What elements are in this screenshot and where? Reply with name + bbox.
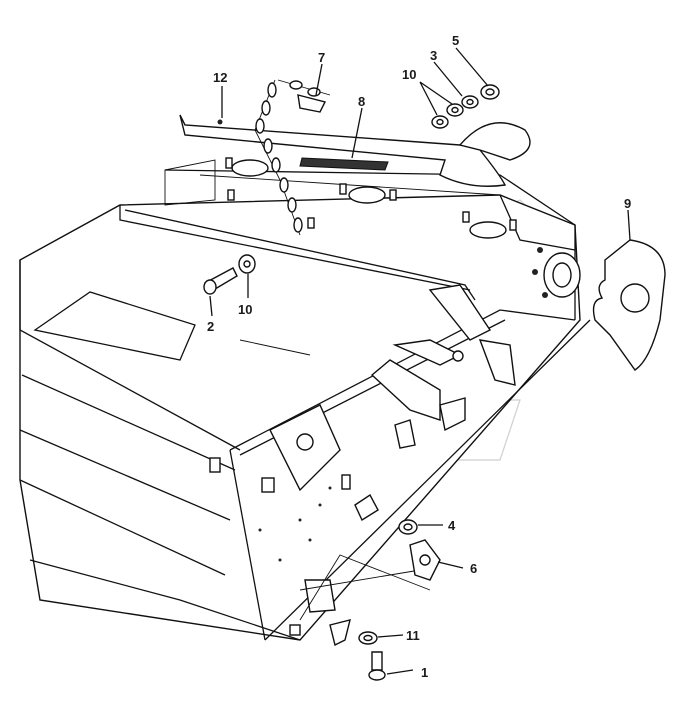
callout-3: 3 [430,48,437,63]
wrench-part [179,114,531,187]
top-fasteners [431,84,500,129]
callout-2: 2 [207,319,214,334]
callout-5: 5 [452,33,459,48]
leader-lines [209,47,631,675]
callout-8: 8 [358,94,365,109]
front-panel-details [209,284,516,636]
callout-6: 6 [470,561,477,576]
callout-7: 7 [318,50,325,65]
callout-10-left: 10 [238,302,252,317]
callout-1: 1 [421,665,428,680]
side-bearing [532,247,581,298]
callout-11: 11 [406,628,420,643]
left-bolt [203,254,256,295]
callout-10-top: 10 [402,67,416,82]
callout-4: 4 [448,518,456,533]
side-cover-plate [592,239,666,371]
callout-12: 12 [213,70,227,85]
callout-9: 9 [624,196,631,211]
top-mounts [225,157,517,239]
decal-plate [299,157,389,171]
lower-fasteners [329,519,441,681]
callout-labels: 1 2 3 4 5 6 7 8 9 10 10 11 12 [207,33,631,680]
